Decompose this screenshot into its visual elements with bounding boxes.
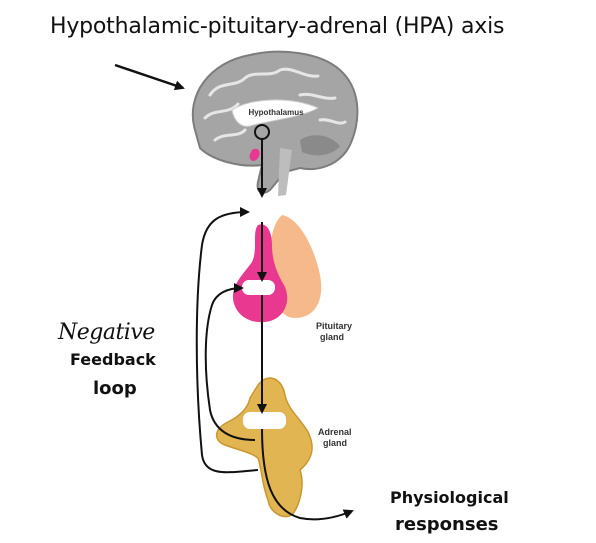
adrenal-gland (216, 377, 313, 518)
adrenal-blank-label (243, 412, 286, 429)
page-title: Hypothalamic-pituitary-adrenal (HPA) axi… (50, 14, 505, 39)
negative-label: Negative (58, 320, 155, 345)
responses-label-line2: responses (395, 514, 499, 535)
pituitary-blank-label (242, 280, 275, 295)
pituitary-label: Pituitary gland (316, 321, 352, 343)
pituitary-label-line1: Pituitary (316, 321, 353, 331)
adrenal-label: Adrenal gland (318, 427, 352, 449)
adrenal-label-line2: gland (323, 438, 347, 448)
adrenal-label-line1: Adrenal (318, 427, 352, 437)
arrow-to-responses (261, 428, 354, 521)
pituitary-label-line2: gland (320, 332, 344, 342)
responses-label-line1: Physiological (390, 488, 509, 507)
loop-label: loop (93, 378, 137, 399)
brain-illustration (191, 50, 359, 196)
pointer-arrow (114, 63, 185, 91)
feedback-label: Feedback (70, 350, 156, 369)
pituitary-gland (232, 215, 322, 323)
feedback-loop-inner (204, 283, 256, 441)
hypothalamus-label: Hypothalamus (248, 108, 304, 117)
feedback-loop-outer (195, 207, 259, 474)
